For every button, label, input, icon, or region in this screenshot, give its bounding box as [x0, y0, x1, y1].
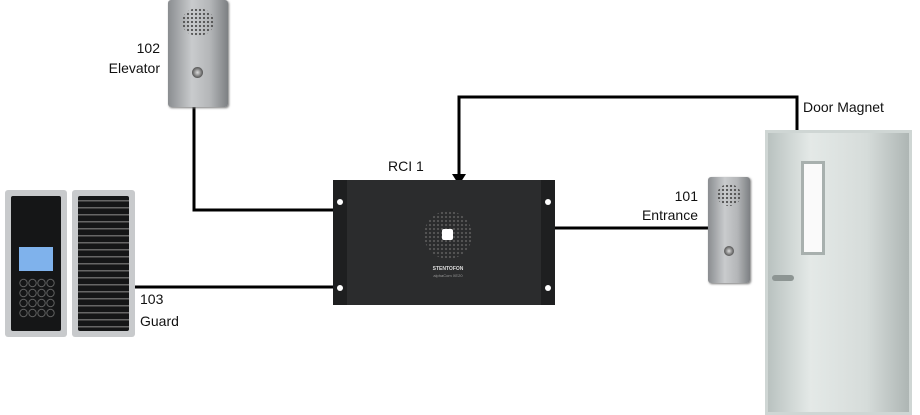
logo-icon: [442, 229, 453, 240]
arrow-head: [452, 174, 466, 185]
elevator-label: Elevator: [108, 60, 160, 76]
model-text: alphaCom XE20: [433, 273, 463, 278]
entrance-intercom-station: [708, 177, 750, 283]
display-screen: [19, 247, 53, 271]
guard-label: Guard: [140, 313, 179, 329]
rci-device: STENTOFON alphaCom XE20: [333, 180, 555, 305]
entrance-label: Entrance: [641, 207, 698, 223]
speaker-grill: [717, 184, 741, 206]
door-window: [801, 161, 825, 255]
guard-master-station: [5, 190, 67, 337]
call-button: [192, 67, 203, 78]
guard-button-panel: [72, 190, 135, 337]
rci-label: RCI 1: [388, 158, 424, 174]
wire-elevator-rci: [192, 107, 333, 212]
guard-number: 103: [140, 291, 164, 307]
door-magnet-label: Door Magnet: [803, 99, 884, 115]
entrance-number: 101: [674, 188, 698, 204]
speaker-grill: [182, 8, 214, 36]
brand-text: STENTOFON: [432, 266, 464, 272]
call-button: [724, 246, 734, 256]
keypad: [19, 278, 55, 318]
elevator-number: 102: [136, 40, 160, 56]
elevator-intercom-station: [168, 0, 228, 107]
wire-door-magnet-rci: [457, 95, 799, 176]
door: [765, 130, 912, 415]
door-handle-icon: [772, 275, 794, 281]
